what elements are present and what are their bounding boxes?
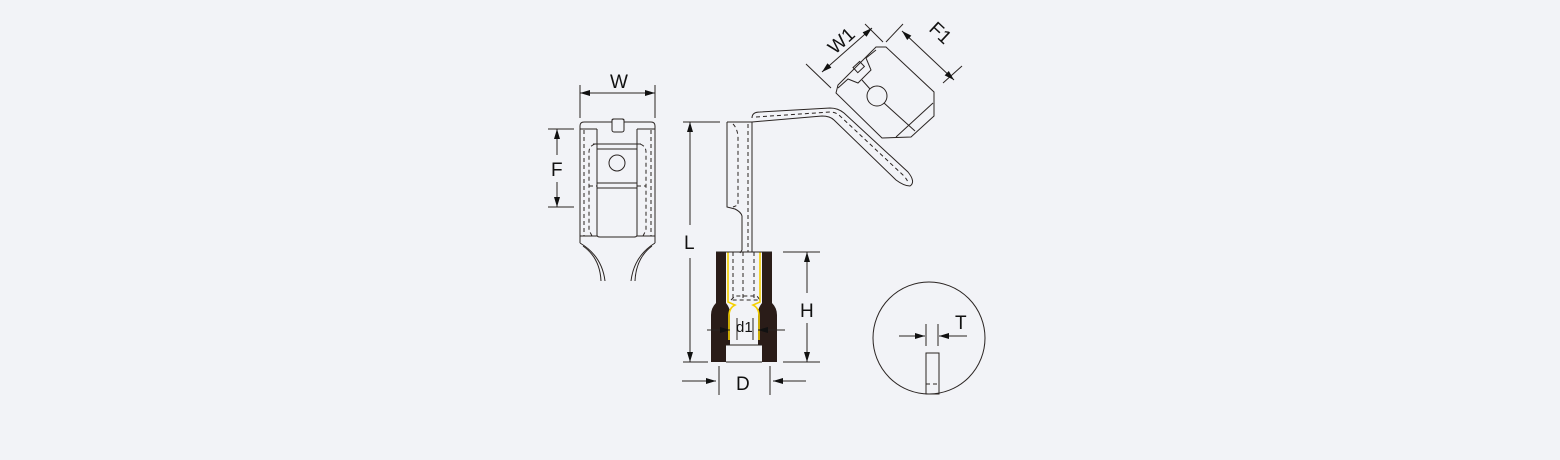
label-w: W	[610, 72, 628, 93]
top-view: W1 F1	[805, 18, 963, 139]
label-f1: F1	[925, 18, 956, 48]
label-d: D	[736, 374, 750, 395]
detail-view: T	[872, 281, 986, 395]
hole-icon	[608, 154, 626, 172]
label-d1: d1	[736, 319, 753, 336]
label-t: T	[955, 313, 967, 334]
front-view: W F	[548, 72, 656, 282]
side-view: L H d1 D	[682, 107, 914, 395]
label-f: F	[551, 160, 563, 181]
label-w1: W1	[824, 24, 859, 59]
hole-icon	[866, 85, 888, 107]
label-h: H	[800, 301, 814, 322]
label-l: L	[684, 233, 695, 254]
